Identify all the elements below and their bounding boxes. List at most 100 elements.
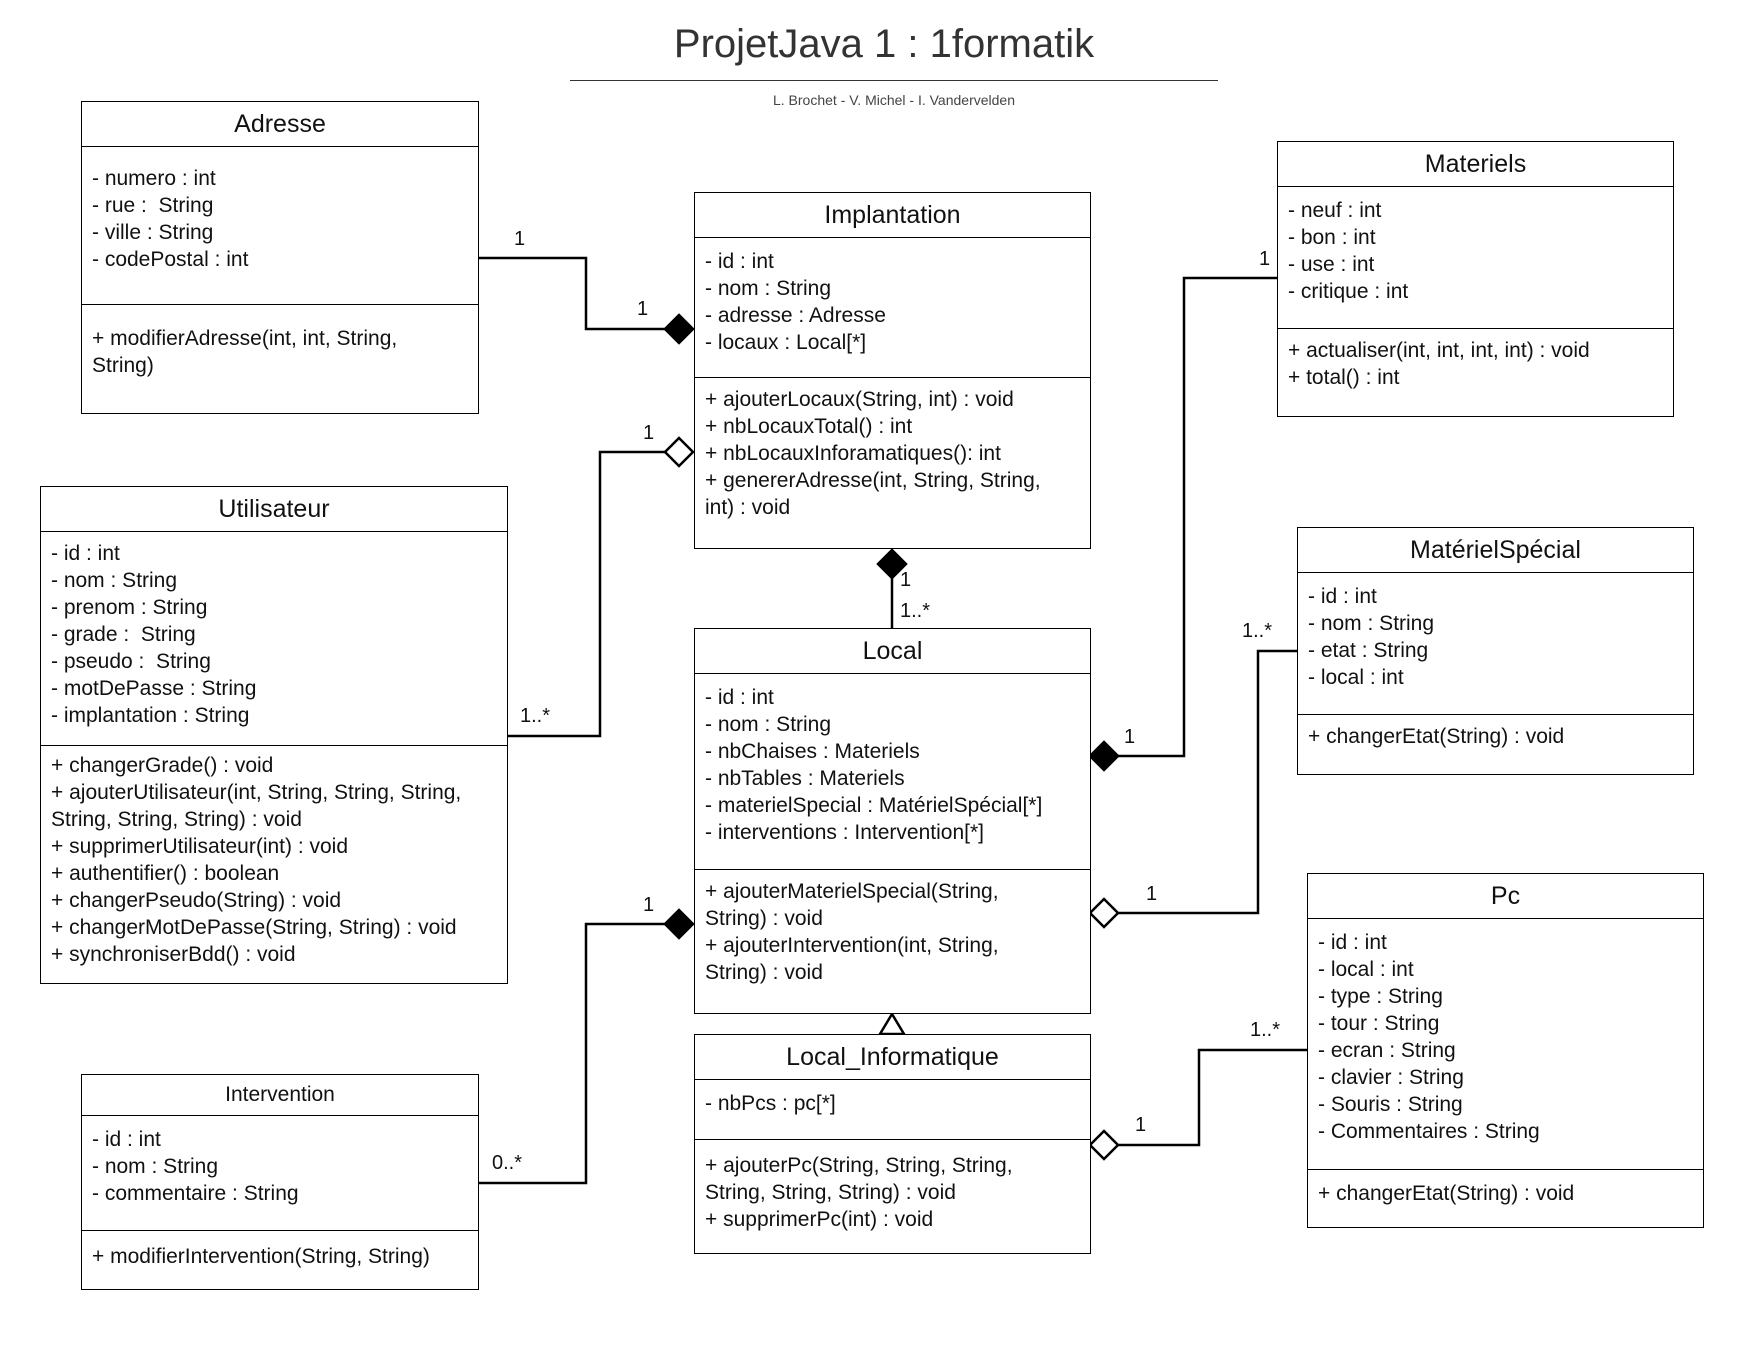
attribute-compartment: - neuf : int - bon : int - use : int - c… — [1278, 187, 1673, 329]
operation-compartment: + ajouterPc(String, String, String, Stri… — [695, 1140, 1090, 1253]
operation: + changerGrade() : void — [51, 754, 274, 777]
class-name: Implantation — [695, 193, 1090, 238]
attribute-compartment: - id : int - local : int - type : String… — [1308, 919, 1703, 1170]
class-name: Local_Informatique — [695, 1035, 1090, 1080]
attribute-compartment: - id : int - nom : String - prenom : Str… — [41, 532, 507, 746]
class-adresse[interactable]: Adresse - numero : int - rue : String - … — [81, 101, 479, 414]
class-implantation[interactable]: Implantation - id : int - nom : String -… — [694, 192, 1091, 549]
attribute: - adresse : Adresse — [705, 304, 886, 327]
operation: + ajouterLocaux(String, int) : void — [705, 388, 1014, 411]
title-divider — [570, 80, 1218, 81]
attribute: - etat : String — [1308, 639, 1429, 662]
multiplicity: 1 — [643, 422, 655, 444]
attribute-compartment: - id : int - nom : String - commentaire … — [82, 1116, 478, 1231]
attribute: - nom : String — [1308, 612, 1435, 635]
class-materielspecial[interactable]: MatérielSpécial - id : int - nom : Strin… — [1297, 527, 1694, 775]
operation: + changerEtat(String) : void — [1308, 725, 1565, 748]
operation: + ajouterIntervention(int, String, — [705, 934, 999, 957]
multiplicity: 1..* — [1250, 1019, 1281, 1041]
inheritance-triangle — [877, 1011, 907, 1036]
multiplicity: 0..* — [492, 1152, 523, 1174]
attribute-compartment: - id : int - nom : String - etat : Strin… — [1298, 573, 1693, 715]
class-pc[interactable]: Pc - id : int - local : int - type : Str… — [1307, 873, 1704, 1228]
attribute: - id : int — [92, 1128, 161, 1151]
aggregation-diamond-utilisateur — [663, 436, 695, 468]
operation: + ajouterUtilisateur(int, String, String… — [51, 781, 462, 804]
diagram-authors: L. Brochet - V. Michel - I. Vandervelden — [772, 92, 1015, 108]
class-name: Adresse — [82, 102, 478, 147]
attribute: - prenom : String — [51, 596, 208, 619]
attribute: - nbTables : Materiels — [705, 767, 905, 790]
attribute: - id : int — [1308, 585, 1377, 608]
attribute: - nbChaises : Materiels — [705, 740, 920, 763]
operation: + synchroniserBdd() : void — [51, 943, 296, 966]
attribute: - local : int — [1308, 666, 1404, 689]
class-name: Local — [695, 629, 1090, 674]
attribute: - nom : String — [92, 1155, 219, 1178]
attribute: - implantation : String — [51, 704, 250, 727]
multiplicity: 1 — [1146, 883, 1158, 905]
attribute: - Commentaires : String — [1318, 1120, 1540, 1143]
operation-compartment: + ajouterMaterielSpecial(String, String)… — [695, 870, 1090, 1013]
operation: String) — [92, 354, 154, 377]
operation: + changerMotDePasse(String, String) : vo… — [51, 916, 457, 939]
attribute-compartment: - id : int - nom : String - nbChaises : … — [695, 674, 1090, 870]
attribute: - interventions : Intervention[*] — [705, 821, 984, 844]
class-intervention[interactable]: Intervention - id : int - nom : String -… — [81, 1074, 479, 1290]
attribute: - id : int — [51, 542, 120, 565]
link-materielspecial-local — [1118, 649, 1297, 915]
attribute: - motDePasse : String — [51, 677, 257, 700]
operation-compartment: + actualiser(int, int, int, int) : void … — [1278, 329, 1673, 416]
attribute: - locaux : Local[*] — [705, 331, 867, 354]
attribute: - id : int — [705, 250, 774, 273]
attribute: - tour : String — [1318, 1012, 1440, 1035]
attribute: - pseudo : String — [51, 650, 211, 673]
link-pc-localinformatique — [1118, 1048, 1307, 1147]
class-name: MatérielSpécial — [1298, 528, 1693, 573]
class-local[interactable]: Local - id : int - nom : String - nbChai… — [694, 628, 1091, 1014]
class-utilisateur[interactable]: Utilisateur - id : int - nom : String - … — [40, 486, 508, 984]
attribute: - commentaire : String — [92, 1182, 299, 1205]
operation: + nbLocauxInforamatiques(): int — [705, 442, 1001, 465]
multiplicity: 1 — [1135, 1114, 1147, 1136]
operation: + ajouterPc(String, String, String, — [705, 1154, 1013, 1177]
class-name: Utilisateur — [41, 487, 507, 532]
class-local-informatique[interactable]: Local_Informatique - nbPcs : pc[*] + ajo… — [694, 1034, 1091, 1254]
attribute: - neuf : int — [1288, 199, 1382, 222]
attribute: - use : int — [1288, 253, 1375, 276]
attribute: - local : int — [1318, 958, 1414, 981]
attribute: - numero : int — [92, 167, 216, 190]
attribute: - nbPcs : pc[*] — [705, 1092, 836, 1115]
class-name: Intervention — [82, 1075, 478, 1116]
composition-diamond-adresse — [663, 313, 695, 345]
operation: + modifierAdresse(int, int, String, — [92, 327, 398, 350]
operation-compartment: + modifierIntervention(String, String) — [82, 1231, 478, 1289]
attribute: - clavier : String — [1318, 1066, 1464, 1089]
attribute: - bon : int — [1288, 226, 1376, 249]
operation: + supprimerUtilisateur(int) : void — [51, 835, 349, 858]
multiplicity: 1 — [514, 228, 526, 250]
attribute: - rue : String — [92, 194, 214, 217]
class-materiels[interactable]: Materiels - neuf : int - bon : int - use… — [1277, 141, 1674, 417]
multiplicity: 1 — [637, 298, 649, 320]
link-utilisateur-implantation — [508, 450, 665, 738]
attribute: - codePostal : int — [92, 248, 249, 271]
composition-diamond-materiels — [1088, 740, 1120, 772]
attribute: - nom : String — [51, 569, 178, 592]
multiplicity: 1..* — [520, 705, 551, 727]
operation: + nbLocauxTotal() : int — [705, 415, 913, 438]
class-name: Materiels — [1278, 142, 1673, 187]
operation: + ajouterMaterielSpecial(String, — [705, 880, 999, 903]
operation-compartment: + ajouterLocaux(String, int) : void + nb… — [695, 378, 1090, 548]
attribute-compartment: - id : int - nom : String - adresse : Ad… — [695, 238, 1090, 378]
operation: + genererAdresse(int, String, String, — [705, 469, 1041, 492]
operation: String) : void — [705, 961, 823, 984]
attribute: - materielSpecial : MatérielSpécial[*] — [705, 794, 1043, 817]
operation-compartment: + modifierAdresse(int, int, String, Stri… — [82, 305, 478, 413]
composition-diamond-intervention — [663, 908, 695, 940]
attribute: - Souris : String — [1318, 1093, 1463, 1116]
attribute: - type : String — [1318, 985, 1443, 1008]
attribute: - nom : String — [705, 277, 832, 300]
operation: + actualiser(int, int, int, int) : void — [1288, 339, 1590, 362]
attribute: - id : int — [1318, 931, 1387, 954]
